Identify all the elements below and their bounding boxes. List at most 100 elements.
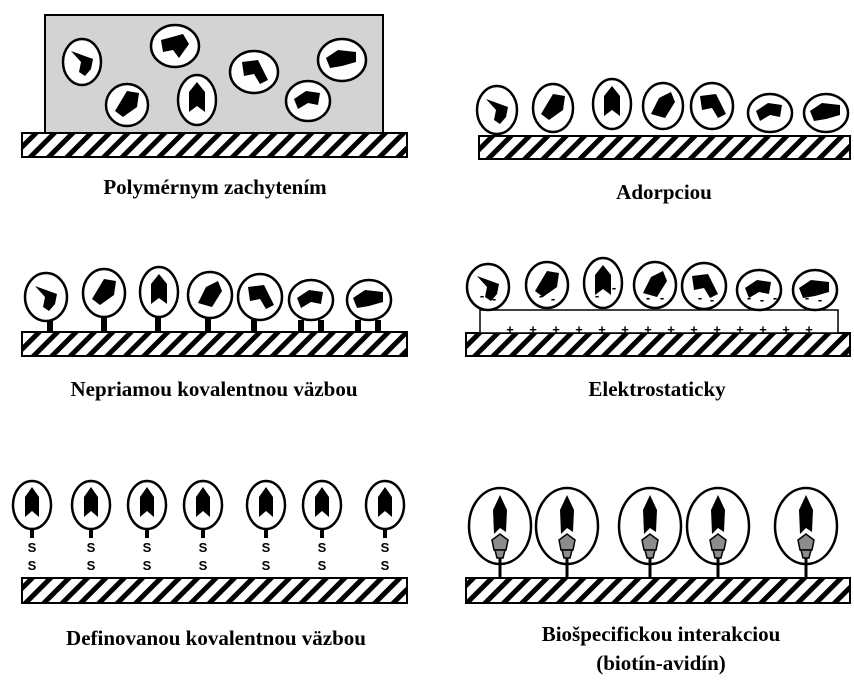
positive-charge: + <box>598 322 606 337</box>
support-surface <box>479 136 850 159</box>
negative-charge: - <box>646 290 650 305</box>
enzyme-molecule <box>106 84 148 126</box>
positive-charge: + <box>552 322 560 337</box>
biotin-moiety <box>562 550 572 558</box>
enzyme-molecule <box>793 270 837 310</box>
support-surface <box>466 578 850 603</box>
negative-charge: - <box>492 291 496 306</box>
sulfur-atom: S <box>381 540 390 555</box>
support-surface <box>22 133 407 157</box>
enzyme-molecule <box>128 481 166 529</box>
stalk <box>30 529 34 538</box>
panel-electrostatic: ++++++++++++++ --------------- Elektrost… <box>466 258 850 401</box>
enzyme-molecule <box>72 481 110 529</box>
support-surface <box>466 333 850 356</box>
sulfur-atom: S <box>87 540 96 555</box>
negative-charge: - <box>551 291 555 306</box>
panel-adsorption: Adorpciou <box>477 79 850 204</box>
negative-charge: - <box>773 290 777 305</box>
caption-defined-covalent: Definovanou kovalentnou väzbou <box>66 626 366 650</box>
enzyme-molecule <box>13 481 51 529</box>
enzyme-molecule <box>619 488 681 578</box>
enzyme-molecule <box>643 83 683 129</box>
caption-biospecific-line2: (biotín-avidín) <box>596 651 726 675</box>
sulfur-atom: S <box>381 558 390 573</box>
enzyme-molecule <box>748 94 792 132</box>
enzyme-molecule <box>140 267 178 317</box>
enzyme-molecule <box>347 280 391 320</box>
positive-charge: + <box>529 322 537 337</box>
sulfur-atom: S <box>199 540 208 555</box>
positive-charge: + <box>713 322 721 337</box>
enzyme-molecule <box>526 262 568 308</box>
caption-adsorption: Adorpciou <box>616 180 712 204</box>
biotinylated-enzymes <box>469 488 837 578</box>
enzyme-molecule <box>83 269 125 317</box>
enzyme-molecule <box>188 272 232 318</box>
positive-charge: + <box>805 322 813 337</box>
enzyme-molecule <box>151 25 199 67</box>
enzyme-molecule <box>63 39 101 85</box>
caption-electrostatic: Elektrostaticky <box>588 377 726 401</box>
enzyme-molecule <box>303 481 341 529</box>
caption-indirect-covalent: Nepriamou kovalentnou väzbou <box>70 377 357 401</box>
enzyme-molecule <box>289 280 333 320</box>
positive-charge: + <box>506 322 514 337</box>
sulfur-atom: S <box>143 540 152 555</box>
negative-charge: - <box>747 290 751 305</box>
biotin-moiety <box>645 550 655 558</box>
positive-charge: + <box>782 322 790 337</box>
sulfur-atom: S <box>87 558 96 573</box>
biotin-moiety <box>713 550 723 558</box>
negative-charge: - <box>660 290 664 305</box>
enzyme-molecule <box>593 79 631 129</box>
stalk <box>383 529 387 538</box>
negative-charge: - <box>698 290 702 305</box>
enzyme-molecule <box>775 488 837 578</box>
enzyme-molecule <box>178 75 216 125</box>
enzyme-molecule <box>230 51 278 93</box>
enzyme-molecule <box>691 83 733 129</box>
enzyme-molecule <box>467 264 509 310</box>
negative-charge: - <box>539 288 543 303</box>
enzyme-molecule <box>634 262 676 308</box>
stalk <box>145 529 149 538</box>
caption-entrapment: Polymérnym zachytením <box>103 175 327 199</box>
enzyme-molecule <box>687 488 749 578</box>
enzyme-molecule <box>533 84 573 132</box>
support-surface <box>22 332 407 356</box>
sulfur-atom: S <box>318 558 327 573</box>
positive-charge: + <box>621 322 629 337</box>
positive-charge: + <box>759 322 767 337</box>
support-surface <box>22 578 407 603</box>
positive-charge: + <box>575 322 583 337</box>
enzyme-molecule <box>536 488 598 578</box>
stalk <box>89 529 93 538</box>
sulfur-atom: S <box>199 558 208 573</box>
enzyme-molecule <box>682 263 726 309</box>
negative-charge: - <box>710 292 714 307</box>
sulfur-atom: S <box>28 558 37 573</box>
positive-charge: + <box>736 322 744 337</box>
negative-charge: - <box>612 280 616 295</box>
positive-charge: + <box>644 322 652 337</box>
panel-entrapment: Polymérnym zachytením <box>22 15 407 199</box>
enzyme-molecule <box>584 258 622 308</box>
negative-charge: - <box>805 290 809 305</box>
negative-charge: - <box>760 292 764 307</box>
caption-biospecific-line1: Biošpecifickou interakciou <box>542 622 781 646</box>
negative-charge: - <box>818 292 822 307</box>
enzyme-molecule <box>469 488 531 578</box>
oriented-enzymes <box>13 481 404 529</box>
biotin-moiety <box>495 550 505 558</box>
linked-enzymes <box>25 267 391 321</box>
biotin-moiety <box>801 550 811 558</box>
charged-enzymes <box>467 258 837 310</box>
panel-indirect-covalent: Nepriamou kovalentnou väzbou <box>22 267 407 401</box>
sulfur-atom: S <box>318 540 327 555</box>
adsorbed-enzymes <box>477 79 848 134</box>
enzyme-molecule <box>477 86 517 134</box>
positive-charge: + <box>690 322 698 337</box>
